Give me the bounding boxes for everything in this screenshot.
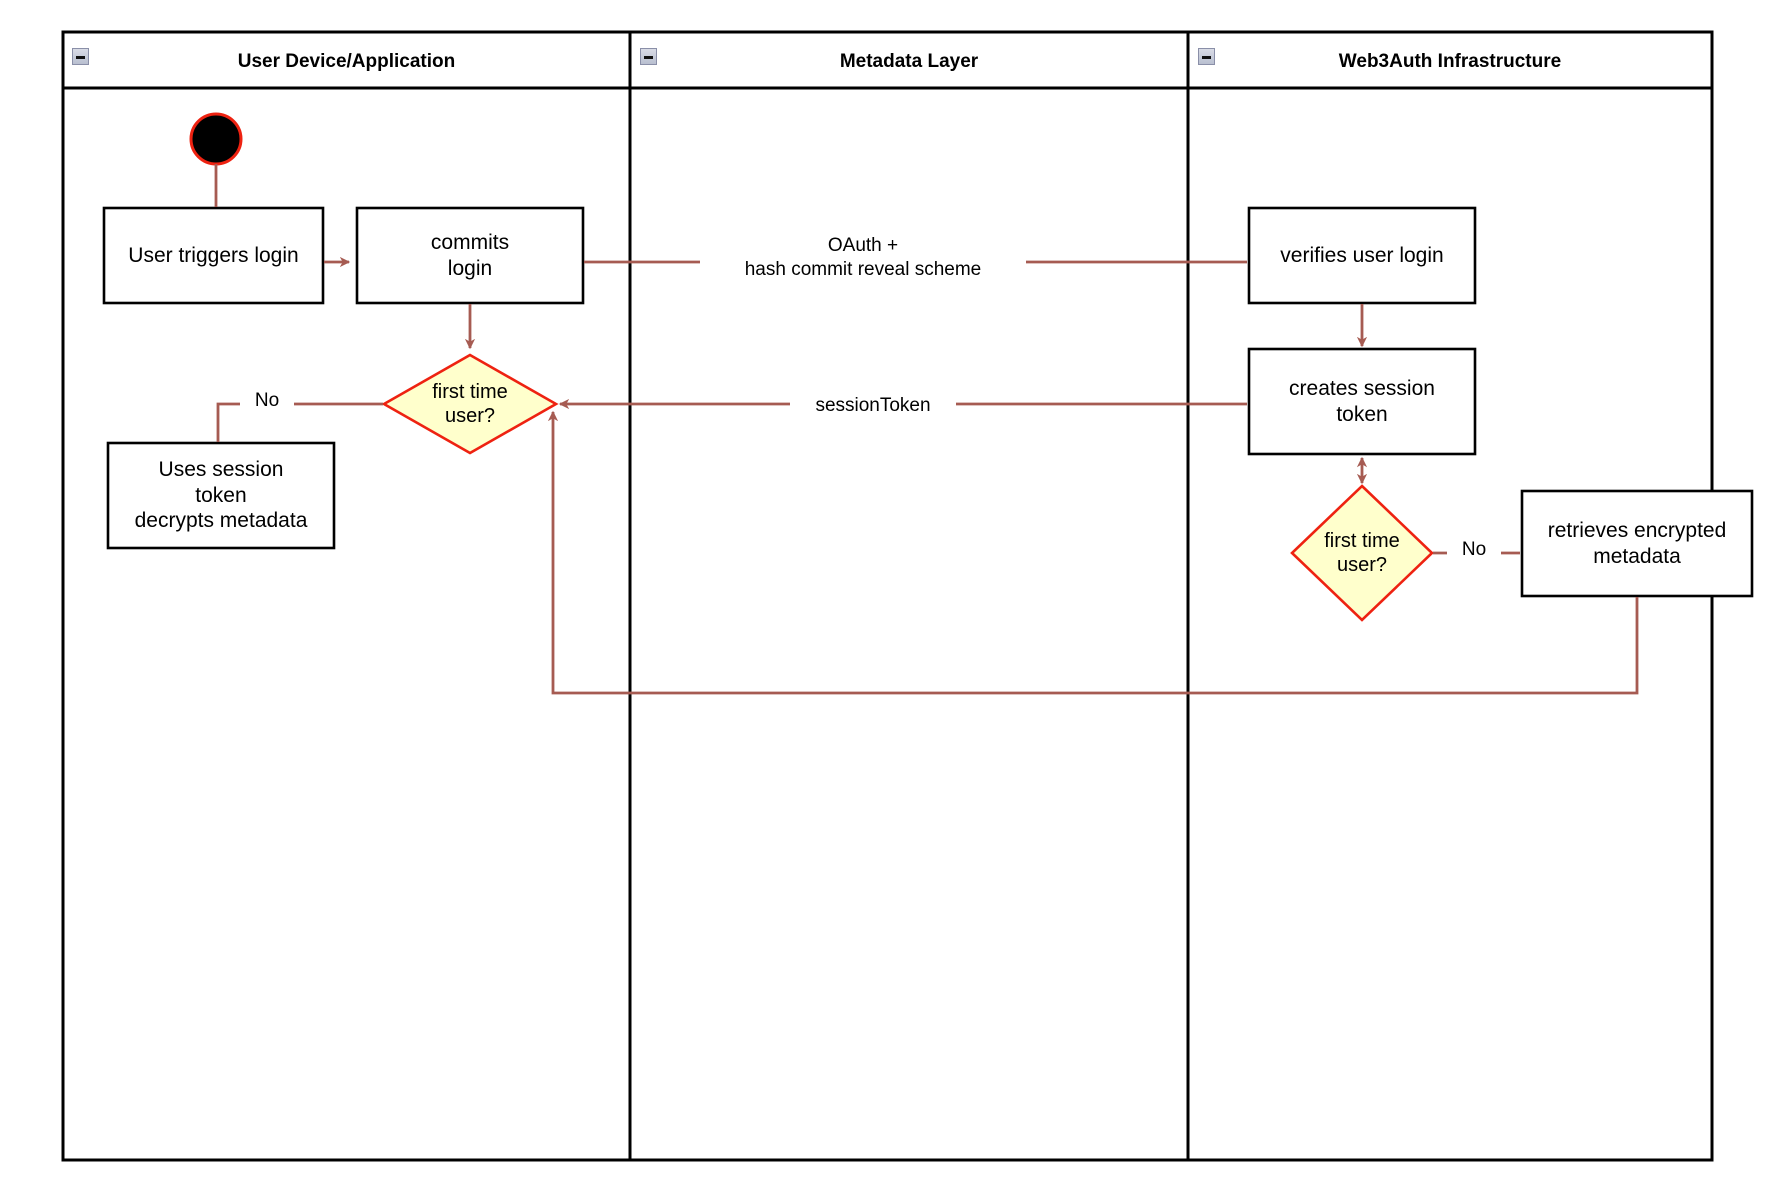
collapse-minus-icon-lane-web3auth[interactable]: [1198, 48, 1215, 65]
swimlane-frame: [61, 30, 1714, 1162]
node-uses-session-token[interactable]: [106, 441, 336, 550]
edge-label-session-token: sessionToken: [790, 394, 956, 418]
node-commits-login[interactable]: [355, 206, 585, 305]
edge-metadata-return: [547, 410, 1639, 695]
node-start[interactable]: [189, 112, 243, 166]
node-retrieves-encrypted-metadata[interactable]: [1520, 489, 1754, 598]
edge-label-oauth-hash-commit: OAuth + hash commit reveal scheme: [700, 234, 1026, 282]
node-first-time-user-right[interactable]: [1290, 484, 1434, 622]
lane-title-web3auth: Web3Auth Infrastructure: [1338, 51, 1562, 72]
node-shapes: [102, 206, 1754, 598]
lane-title-metadata: Metadata Layer: [839, 51, 979, 72]
node-verifies-user-login[interactable]: [1247, 206, 1477, 305]
collapse-minus-icon-lane-metadata[interactable]: [640, 48, 657, 65]
decision-shapes: [381, 353, 1434, 622]
node-first-time-user-left[interactable]: [381, 353, 559, 455]
node-creates-session-token[interactable]: [1247, 347, 1477, 456]
node-user-triggers-login[interactable]: [102, 206, 325, 305]
edge-label-no-right: No: [1447, 538, 1501, 562]
edge-label-no-left: No: [240, 389, 294, 413]
lane-title-user-device: User Device/Application: [237, 51, 456, 72]
edge-decision-no-left: [216, 402, 383, 442]
collapse-minus-icon-lane-user-device[interactable]: [72, 48, 89, 65]
